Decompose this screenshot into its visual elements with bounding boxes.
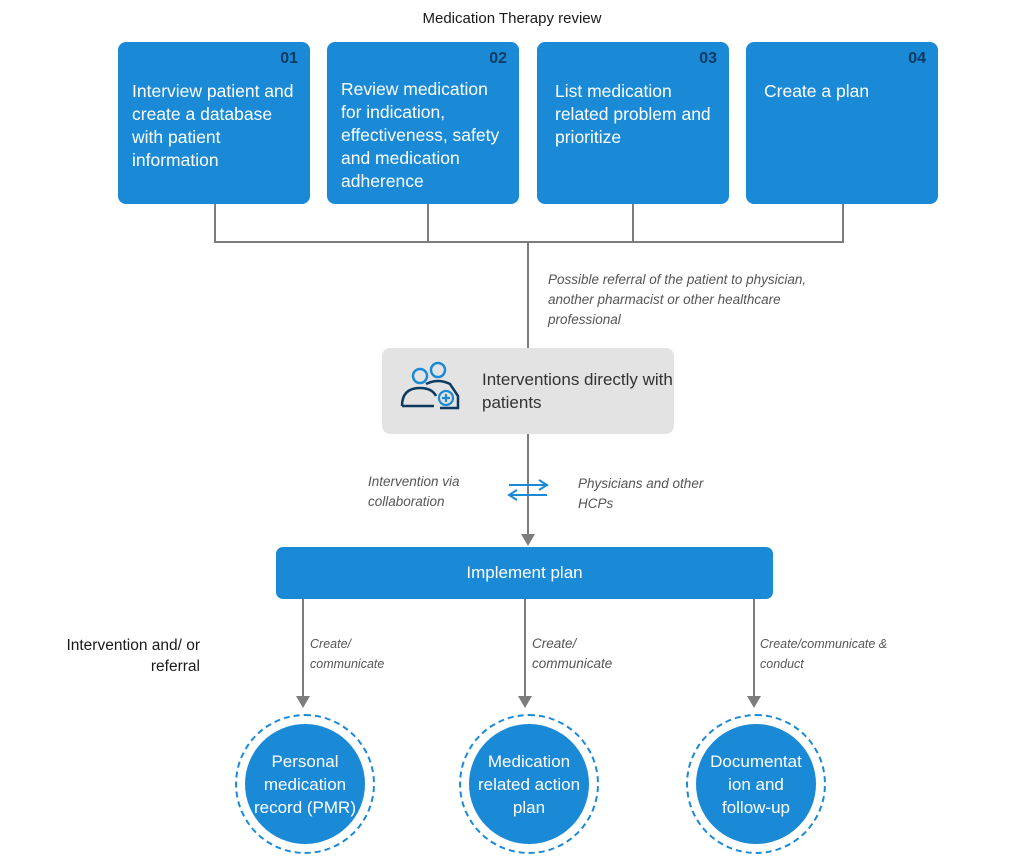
connector-line bbox=[302, 599, 304, 699]
step-box-04: 04 Create a plan bbox=[746, 42, 938, 204]
arrow-down-icon bbox=[296, 696, 310, 708]
connector-line bbox=[753, 599, 755, 699]
arrow-down-icon bbox=[521, 534, 535, 546]
outcome-pmr: Personal medication record (PMR) bbox=[235, 714, 375, 854]
outcome-action-plan: Medication related action plan bbox=[459, 714, 599, 854]
step-number: 02 bbox=[489, 50, 507, 67]
step-box-01: 01 Interview patient and create a databa… bbox=[118, 42, 310, 204]
arrow-label-documentation: Create/communicate & conduct bbox=[760, 637, 888, 671]
dashed-ring bbox=[686, 714, 826, 854]
step-number: 01 bbox=[280, 50, 298, 67]
step-text: Review medication for indication, effect… bbox=[341, 79, 500, 191]
outcome-label: Personal medication record (PMR) bbox=[253, 751, 356, 817]
referral-note: Possible referral of the patient to phys… bbox=[548, 272, 807, 327]
arrow-down-icon bbox=[747, 696, 761, 708]
step-box-02: 02 Review medication for indication, eff… bbox=[327, 42, 519, 204]
connector-line bbox=[632, 204, 634, 242]
step-text: Interview patient and create a database … bbox=[132, 81, 294, 170]
dashed-ring bbox=[235, 714, 375, 854]
step-number: 04 bbox=[908, 50, 926, 67]
collab-right-label: Physicians and other HCPs bbox=[578, 476, 704, 511]
two-way-arrows-icon bbox=[507, 479, 549, 501]
outcome-documentation: Documentat ion and follow-up bbox=[686, 714, 826, 854]
connector-line bbox=[524, 599, 526, 699]
outcome-circle: Documentat ion and follow-up bbox=[696, 724, 816, 844]
outcome-circle: Medication related action plan bbox=[469, 724, 589, 844]
dashed-ring bbox=[459, 714, 599, 854]
connector-line bbox=[527, 241, 529, 348]
outcome-label: Medication related action plan bbox=[477, 751, 581, 817]
patient-with-doctor-icon bbox=[400, 361, 460, 410]
diagram-title: Medication Therapy review bbox=[422, 10, 602, 27]
interventions-box: Interventions directly with patients bbox=[382, 348, 674, 434]
step-number: 03 bbox=[699, 50, 717, 67]
collab-left-label: Intervention via collaboration bbox=[368, 474, 460, 509]
connector-line bbox=[427, 204, 429, 242]
connector-line bbox=[214, 204, 216, 242]
step-text: List medication related problem and prio… bbox=[555, 81, 711, 147]
implement-plan-box: Implement plan bbox=[276, 547, 773, 599]
step-box-03: 03 List medication related problem and p… bbox=[537, 42, 729, 204]
step-text: Create a plan bbox=[764, 81, 870, 101]
outcome-label: Documentat ion and follow-up bbox=[710, 751, 802, 817]
side-label: Intervention and/ or referral bbox=[66, 637, 200, 675]
outcome-circle: Personal medication record (PMR) bbox=[245, 724, 365, 844]
arrow-label-pmr: Create/ communicate bbox=[310, 637, 385, 671]
connector-bus bbox=[214, 241, 844, 243]
interventions-label: Interventions directly with patients bbox=[482, 370, 673, 412]
arrow-down-icon bbox=[518, 696, 532, 708]
connector-line bbox=[842, 204, 844, 242]
arrow-label-action-plan: Create/ communicate bbox=[532, 636, 613, 671]
